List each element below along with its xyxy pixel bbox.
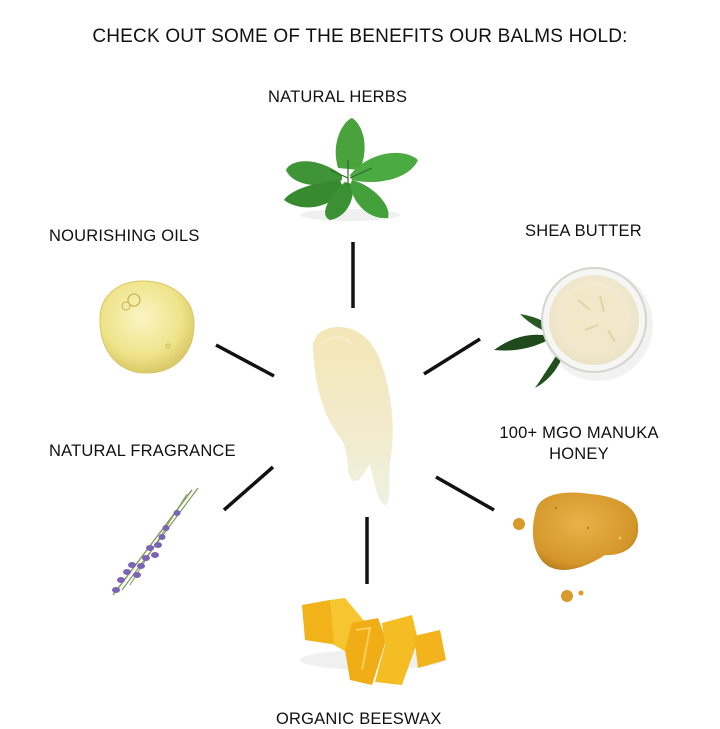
- mint-leaves-icon: [284, 118, 418, 221]
- shea-butter-bowl-icon: [494, 267, 653, 388]
- connector-upper-left: [215, 343, 275, 378]
- honey-drop-icon: [513, 492, 639, 602]
- connector-upper-right: [423, 337, 481, 376]
- connector-lower-right: [435, 475, 495, 512]
- label-natural-fragrance: NATURAL FRAGRANCE: [49, 442, 236, 460]
- connector-lines: [215, 242, 495, 584]
- label-shea-butter: SHEA BUTTER: [525, 222, 642, 240]
- page-title: CHECK OUT SOME OF THE BENEFITS OUR BALMS…: [92, 26, 628, 47]
- label-manuka-honey: 100+ MGO MANUKA HONEY: [484, 424, 674, 464]
- label-manuka-honey-line1: 100+ MGO MANUKA: [499, 424, 659, 442]
- connector-lower-left: [222, 465, 275, 512]
- lavender-sprig-icon: [112, 487, 199, 596]
- label-manuka-honey-line2: HONEY: [549, 445, 609, 463]
- balm-smear-icon: [312, 326, 393, 505]
- beeswax-chunks-icon: [300, 598, 446, 685]
- label-natural-herbs: NATURAL HERBS: [268, 88, 408, 106]
- label-nourishing-oils: NOURISHING OILS: [49, 227, 200, 245]
- oil-drop-icon: [99, 280, 195, 374]
